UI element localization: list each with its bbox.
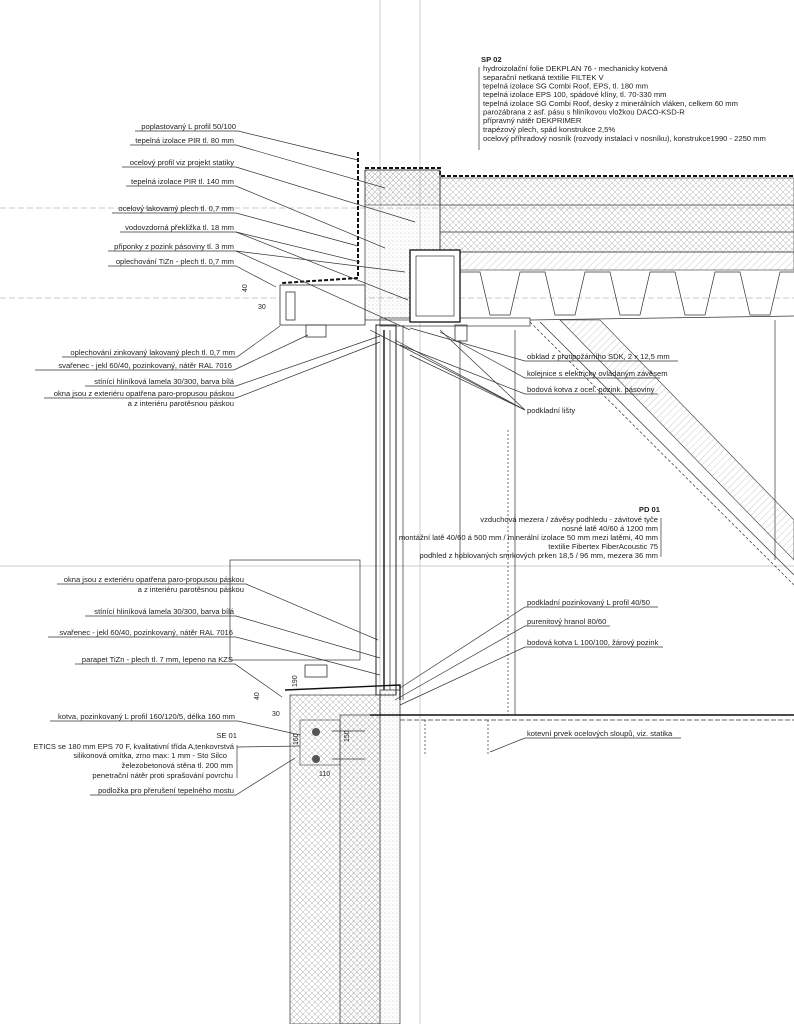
sp02-layer: trapézový plech, spád konstrukce 2,5% — [483, 125, 615, 134]
pd01-layer: podhled z hoblovaných smrkových prken 18… — [420, 551, 658, 560]
label: ocelový profil viz projekt statiky — [130, 158, 234, 167]
label: bodová kotva z ocel. pozink. pásoviny — [527, 385, 655, 394]
se01-legend: SE 01 ETICS se 180 mm EPS 70 F, kvalitat… — [34, 731, 301, 780]
pd01-title: PD 01 — [639, 505, 661, 514]
mid-left-labels: oplechování zinkovaný lakovaný plech tl.… — [54, 348, 235, 408]
label: kotevní prvek ocelových sloupů, viz. sta… — [527, 729, 673, 738]
label: parapet TiZn - plech tl. 7 mm, lepeno na… — [82, 655, 233, 664]
label: okna jsou z exteriéru opatřena paro-prop… — [54, 389, 234, 398]
svg-text:150: 150 — [344, 730, 351, 742]
label: oplechování zinkovaný lakovaný plech tl.… — [70, 348, 235, 357]
pd01-layer: textilie Fibertex FiberAcoustic 75 — [548, 542, 658, 551]
pd01-layer: vzduchová mezera / závěsy podhledu - záv… — [480, 515, 658, 524]
sp02-title: SP 02 — [481, 55, 502, 64]
low-left-leaders — [48, 583, 381, 736]
sp02-layer: tepelná izolace SG Combi Roof, desky z m… — [483, 99, 738, 108]
se01-title: SE 01 — [216, 731, 237, 740]
label: kolejnice s elektricky ovládaným závěsem — [527, 369, 668, 378]
shading-lamella — [229, 559, 361, 661]
label: vodovzdorná překližka tl. 18 mm — [125, 223, 234, 232]
dimension-40: 40 — [242, 284, 249, 292]
svg-text:30: 30 — [272, 711, 280, 718]
label: tepelná izolace PIR tl. 80 mm — [135, 136, 234, 145]
mid-right-leaders — [369, 327, 678, 411]
sp02-legend: SP 02 hydroizolační folie DEKPLAN 76 - m… — [478, 55, 766, 150]
parapet-attic — [279, 152, 468, 342]
label: svařenec - jekl 60/40, pozinkovaný, nátě… — [59, 628, 233, 637]
low-left-labels: okna jsou z exteriéru opatřena paro-prop… — [58, 575, 244, 721]
top-left-labels: poplastovaný L profil 50/100 tepelná izo… — [114, 122, 236, 266]
svg-text:160: 160 — [293, 733, 300, 745]
wall-assembly — [284, 684, 794, 1024]
label: oplechování TiZn - plech tl. 0,7 mm — [116, 257, 234, 266]
leader — [90, 757, 296, 796]
sp02-layer: přípravný nátěr DEKPRIMER — [483, 116, 582, 125]
se01-layer: penetrační nátěr proti sprašování povrch… — [92, 771, 233, 780]
label: purenitový hranol 80/60 — [527, 617, 606, 626]
label: připonky z pozink pásoviny tl. 3 mm — [114, 242, 234, 251]
pd01-layer: montážní latě 40/60 á 500 mm / minerální… — [399, 533, 658, 542]
label: stínící hliníková lamela 30/300, barva b… — [94, 607, 234, 616]
se01-layer: železobetonová stěna tl. 200 mm — [122, 761, 233, 770]
label: tepelná izolace PIR tl. 140 mm — [131, 177, 234, 186]
label: a z interiéru parotěsnou páskou — [128, 399, 234, 408]
sp02-layer: parozábrana z asf. pásu s hliníkovou vlo… — [483, 108, 685, 117]
sp02-layer: tepelná izolace EPS 100, spádové klíny, … — [483, 90, 666, 99]
label: kotva, pozinkovaný L profil 160/120/5, d… — [58, 712, 235, 721]
sp02-layer: tepelná izolace SG Combi Roof, EPS, tl. … — [483, 82, 648, 91]
sloped-soffit — [529, 319, 794, 586]
se01-layer: silikonová omítka, zrno max: 1 mm - Sto … — [73, 751, 227, 760]
welded-tube — [304, 664, 328, 678]
label: podkladní lišty — [527, 406, 575, 415]
label: poplastovaný L profil 50/100 — [141, 122, 236, 131]
label: okna jsou z exteriéru opatřena paro-prop… — [64, 575, 244, 584]
svg-text:40: 40 — [254, 692, 261, 700]
pd01-layer: nosné latě 40/60 á 1200 mm — [562, 524, 658, 533]
mid-right-labels: obklad z protipožárního SDK, 2 x 12,5 mm… — [527, 352, 670, 415]
top-left-leaders — [108, 130, 416, 331]
label: podkladní pozinkovaný L profil 40/50 — [527, 598, 650, 607]
lower-dimensions: 190 40 30 160 150 110 — [254, 675, 351, 778]
label: bodová kotva L 100/100, žárový pozink — [527, 638, 659, 647]
label: ocelový lakovamý plech tl. 0,7 mm — [118, 204, 234, 213]
label: obklad z protipožárního SDK, 2 x 12,5 mm — [527, 352, 670, 361]
sp02-layer: ocelový příhradový nosník (rozvody insta… — [483, 134, 766, 143]
label: svařenec - jekl 60/40, pozinkovaný, nátě… — [58, 361, 232, 370]
label: a z interiéru parotěsnou páskou — [138, 585, 244, 594]
low-right-leaders — [394, 606, 681, 753]
low-right-labels: podkladní pozinkovaný L profil 40/50 pur… — [527, 598, 673, 738]
sp02-layer: hydroizolační folie DEKPLAN 76 - mechani… — [483, 64, 668, 73]
svg-text:190: 190 — [292, 675, 299, 687]
pd01-legend: PD 01 vzduchová mezera / závěsy podhledu… — [399, 505, 662, 560]
mid-left-leaders — [35, 325, 381, 399]
label: stínící hliníková lamela 30/300, barva b… — [94, 377, 234, 386]
svg-text:110: 110 — [319, 771, 330, 778]
sp02-layer: separační netkaná textilie FILTEK V — [483, 73, 605, 82]
label-thermal-break: podložka pro přerušení tepelného mostu — [98, 786, 234, 795]
dimension-30: 30 — [258, 304, 266, 311]
se01-layer: ETICS se 180 mm EPS 70 F, kvalitativní t… — [34, 742, 235, 751]
